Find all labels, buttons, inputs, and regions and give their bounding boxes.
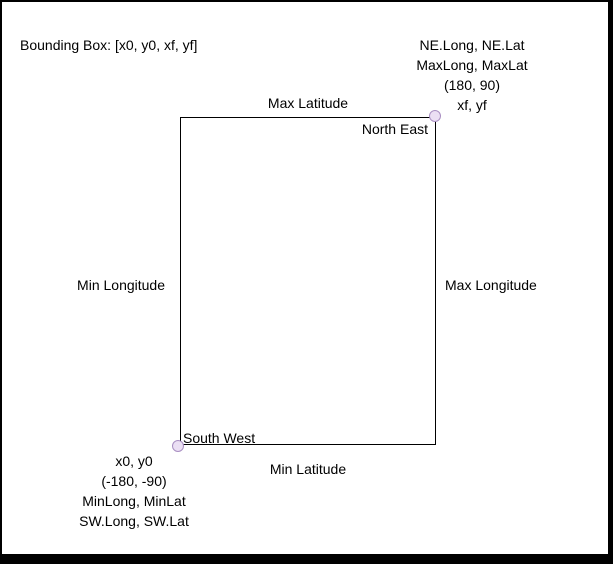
sw-annotation-line-4: SW.Long, SW.Lat <box>79 513 189 529</box>
north-east-corner-label: North East <box>361 121 428 137</box>
south-west-corner-dot <box>172 440 184 452</box>
ne-annotation-line-4: xf, yf <box>457 97 487 113</box>
diagram-title: Bounding Box: [x0, y0, xf, yf] <box>20 37 198 53</box>
sw-annotation-line-3: MinLong, MinLat <box>82 493 186 509</box>
north-east-corner-dot <box>429 110 441 122</box>
south-west-annotation: x0, y0 (-180, -90) MinLong, MinLat SW.Lo… <box>24 451 244 531</box>
ne-annotation-line-2: MaxLong, MaxLat <box>416 57 528 73</box>
min-latitude-label: Min Latitude <box>269 461 347 477</box>
max-latitude-label: Max Latitude <box>267 95 349 111</box>
bounding-box-rectangle <box>180 117 436 445</box>
sw-annotation-line-1: x0, y0 <box>115 453 153 469</box>
ne-annotation-line-3: (180, 90) <box>443 77 501 93</box>
north-east-annotation: NE.Long, NE.Lat MaxLong, MaxLat (180, 90… <box>357 35 587 115</box>
sw-annotation-line-2: (-180, -90) <box>101 473 167 489</box>
min-longitude-label: Min Longitude <box>77 277 165 293</box>
south-west-corner-label: South West <box>183 430 256 446</box>
max-longitude-label: Max Longitude <box>445 277 537 293</box>
ne-annotation-line-1: NE.Long, NE.Lat <box>419 37 525 53</box>
